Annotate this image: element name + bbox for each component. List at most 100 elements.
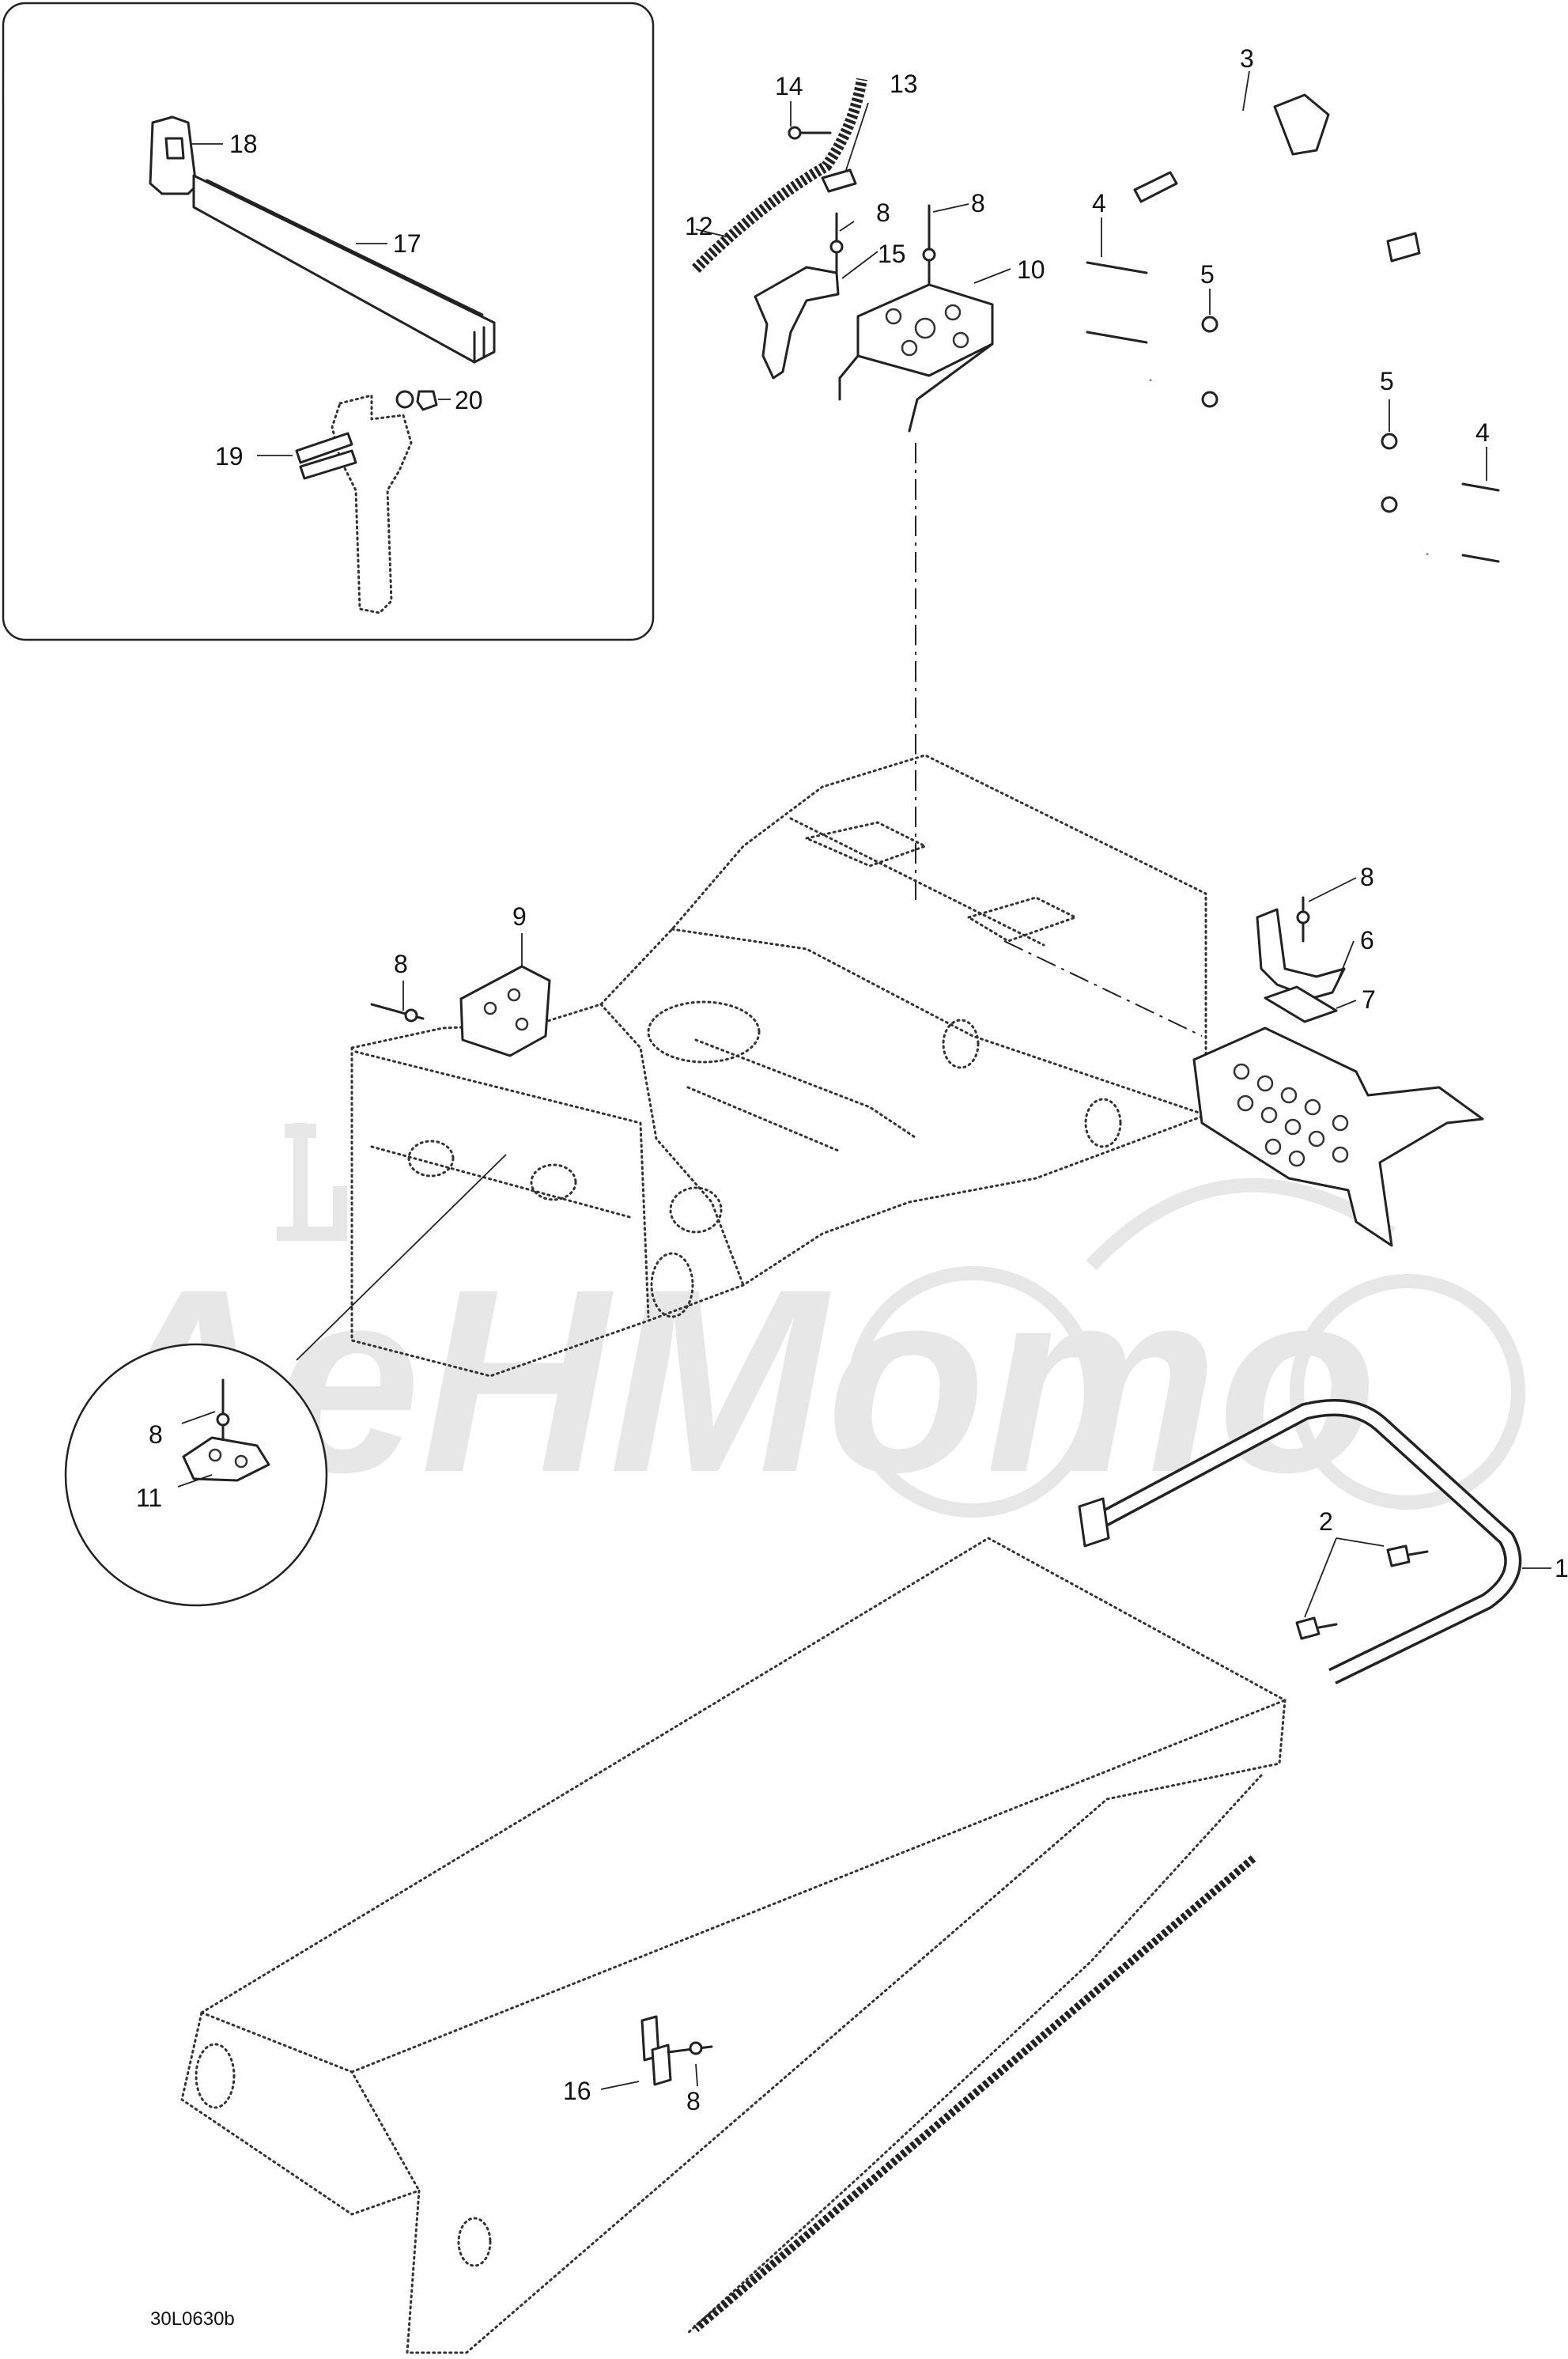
frame-rib-b — [686, 1086, 840, 1152]
tunnel-top-edge — [350, 1699, 1287, 2074]
frame-front-rib — [370, 1145, 634, 1219]
part-3-group: 3 4 4 5 5 — [1086, 44, 1500, 563]
footrest-hole — [1237, 1094, 1254, 1112]
footrest-hole — [1260, 1106, 1278, 1124]
part-19-bolt-lower — [299, 449, 357, 480]
part-11-plate — [182, 1436, 270, 1482]
label-13: 13 — [890, 70, 918, 98]
frame-outline — [350, 754, 1207, 1378]
leader-8d — [1308, 877, 1357, 902]
frame-side-hole-a — [942, 1019, 980, 1069]
part-2-bolt-b — [1295, 1616, 1321, 1640]
main-frame — [350, 754, 1207, 1378]
part-5-nut-d — [1381, 496, 1398, 513]
part-8-rivet-b-head — [922, 248, 936, 262]
tunnel-hole-rear — [457, 2217, 492, 2267]
part-5-nut-a — [1201, 316, 1219, 333]
part-18-block — [149, 115, 198, 195]
footrest-hole — [1256, 1075, 1274, 1092]
part-20-nut — [416, 390, 438, 411]
leader-6 — [1336, 940, 1355, 985]
frame-front-hole-c — [669, 1186, 723, 1234]
leader-2b — [1304, 1537, 1337, 1618]
label-19: 19 — [215, 442, 244, 471]
label-18: 18 — [229, 130, 258, 158]
footrest-hole — [1332, 1114, 1349, 1132]
label-8a: 8 — [876, 198, 890, 227]
footrest-hole — [1284, 1118, 1302, 1136]
part-3-side-tab — [1133, 171, 1178, 203]
part-9-hole-b — [507, 988, 521, 1002]
footrest-hole — [1264, 1138, 1282, 1155]
frame-tunnel-left — [599, 1003, 745, 1287]
watermark-frame — [1086, 1178, 1396, 1271]
label-8b: 8 — [971, 189, 985, 217]
leader-15 — [841, 251, 878, 279]
part-8-rivet-c-head — [404, 1008, 418, 1023]
footrest-hole — [1233, 1063, 1250, 1080]
label-12: 12 — [685, 212, 713, 240]
frame-front-hole-a — [407, 1140, 455, 1178]
leader-10 — [973, 268, 1011, 284]
tunnel-front-edge — [200, 2011, 421, 2192]
part-12-wire-harness — [692, 77, 867, 273]
part-10-legs — [838, 342, 994, 433]
frame-top-cutout-b — [967, 896, 1077, 943]
frame-rib-a — [694, 1038, 919, 1140]
part-4-bolt-a — [1086, 261, 1148, 274]
label-3: 3 — [1240, 44, 1254, 73]
watermark-wheel-left — [847, 1266, 1098, 1518]
part-5-nut-b — [1201, 391, 1219, 408]
part-8-rivet-d-head — [1296, 910, 1310, 924]
part-2-bolt-b-shank — [1317, 1623, 1338, 1629]
label-8f: 8 — [686, 2087, 701, 2115]
part-4-bolt-c — [1461, 482, 1500, 492]
tunnel-lower-edge — [686, 1774, 1263, 2334]
part-3-top-plate — [1273, 93, 1330, 156]
part-10-hole-d — [901, 339, 918, 357]
part-20-washer — [395, 390, 414, 409]
leader-16 — [600, 2081, 640, 2090]
part-8-rivet-a-head — [829, 240, 844, 254]
leader-12 — [695, 229, 730, 238]
part-19-bolt-upper — [295, 432, 353, 464]
footrest-plate — [1192, 1026, 1484, 1247]
label-2: 2 — [1319, 1507, 1333, 1536]
label-7: 7 — [1362, 985, 1376, 1014]
part-13-clip — [821, 168, 857, 193]
frame-top-edge — [671, 928, 1207, 1117]
footrest-hole — [1332, 1146, 1349, 1163]
part-10-group: 8 10 — [838, 189, 1045, 902]
leader-11 — [177, 1474, 213, 1488]
inset-frame — [2, 2, 655, 641]
part-11-hole-b — [234, 1454, 248, 1469]
frame-side-hole-b — [1084, 1098, 1122, 1148]
diagram-code: 30L0630b — [150, 2308, 235, 2330]
leader-7 — [1336, 1000, 1357, 1009]
tunnel: 16 8 — [180, 1537, 1287, 2354]
part-10-hole-a — [885, 308, 902, 325]
label-11: 11 — [136, 1484, 162, 1512]
leader-8f — [695, 2063, 698, 2087]
part-3-tab-right — [1386, 232, 1421, 263]
footrest-hole — [1280, 1087, 1298, 1104]
part-8-rivet-e-head — [216, 1412, 230, 1427]
label-8c: 8 — [394, 950, 408, 978]
harness-group: 12 13 14 15 8 — [685, 70, 918, 380]
label-5a: 5 — [1200, 260, 1215, 289]
label-15: 15 — [878, 240, 906, 268]
label-10: 10 — [1017, 255, 1045, 284]
part-10-hole-b — [914, 317, 936, 339]
part-2-bolt-a-shank — [1407, 1550, 1429, 1556]
part-4-bolt-b — [1086, 331, 1148, 344]
part-2-bolt-a — [1386, 1544, 1411, 1567]
leader-2a — [1336, 1537, 1385, 1547]
footrest-hole — [1304, 1098, 1321, 1116]
label-4a: 4 — [1092, 189, 1106, 217]
detail-callout-line — [296, 1154, 507, 1361]
part-17-rail-edge — [206, 179, 484, 316]
footrest-hole — [1308, 1130, 1325, 1147]
label-8d: 8 — [1360, 863, 1374, 891]
part-9-bracket — [459, 965, 551, 1057]
frame-steering-hole — [647, 1000, 761, 1064]
